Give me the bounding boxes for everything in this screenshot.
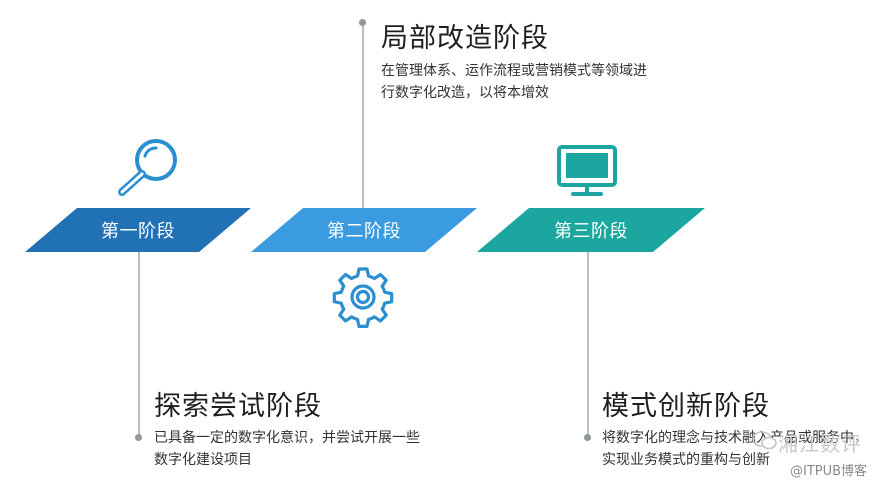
desc-exploration: 已具备一定的数字化意识，并尝试开展一些 数字化建设项目 [154, 427, 454, 471]
heading-partial-reform: 局部改造阶段 [381, 23, 549, 54]
desc-model-innovation-line-1: 将数字化的理念与技术融入产品或服务中， [602, 430, 868, 446]
stage-label-3: 第三阶段 [554, 221, 628, 242]
desc-partial-reform-line-2: 行数字化改造，以将本增效 [381, 85, 549, 101]
heading-model-innovation: 模式创新阶段 [602, 391, 770, 422]
desc-partial-reform-line-1: 在管理体系、运作流程或营销模式等领域进 [381, 63, 647, 79]
stage-label-2: 第二阶段 [327, 221, 401, 242]
wechat-icon [752, 431, 777, 450]
connector-dot-stage-1 [135, 434, 142, 441]
magnifier-icon [118, 139, 177, 196]
desc-model-innovation-line-2: 实现业务模式的重构与创新 [602, 452, 770, 468]
desc-model-innovation: 将数字化的理念与技术融入产品或服务中， 实现业务模式的重构与创新 [602, 427, 882, 471]
watermark-brand: 湘江数评 [778, 432, 862, 456]
gear-icon [332, 267, 394, 328]
connector-dot-stage-2 [359, 19, 366, 26]
stage-band-3: 第三阶段 [477, 208, 705, 252]
desc-partial-reform: 在管理体系、运作流程或营销模式等领域进 行数字化改造，以将本增效 [381, 60, 681, 104]
desc-exploration-line-2: 数字化建设项目 [154, 452, 252, 468]
connector-line-stage-2 [362, 22, 364, 210]
stage-band-1: 第一阶段 [25, 208, 251, 252]
watermark-site: @ITPUB博客 [790, 464, 868, 479]
monitor-icon [557, 145, 617, 196]
stage-band-2: 第二阶段 [251, 208, 477, 252]
connector-dot-stage-3 [584, 434, 591, 441]
stage-label-1: 第一阶段 [101, 221, 175, 242]
desc-exploration-line-1: 已具备一定的数字化意识，并尝试开展一些 [154, 430, 420, 446]
heading-exploration: 探索尝试阶段 [154, 391, 322, 422]
connector-line-stage-1 [138, 250, 140, 436]
connector-line-stage-3 [587, 250, 589, 436]
